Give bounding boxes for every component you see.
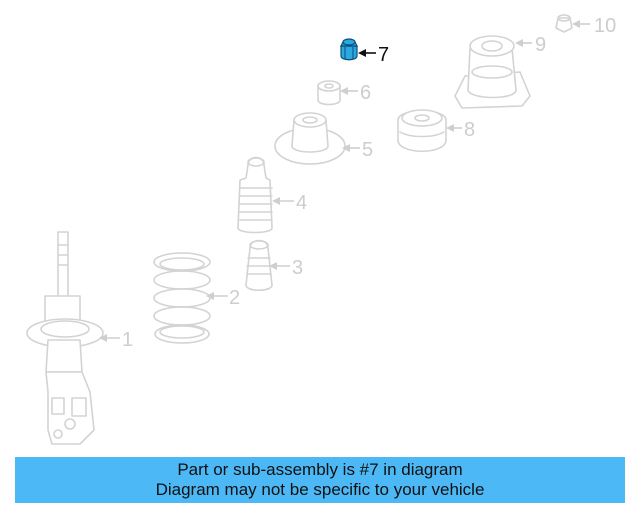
leader-6: [340, 87, 358, 95]
callout-2: 2: [229, 287, 240, 309]
part-9-upper-mount: [454, 35, 531, 109]
exploded-suspension-diagram: 1 2 3 4 5 6 7 8 9 10: [26, 14, 616, 445]
part-6-bushing: [317, 80, 341, 106]
callout-4: 4: [296, 192, 307, 214]
info-banner: Part or sub-assembly is #7 in diagram Di…: [15, 457, 625, 503]
part-3-bump-stop: [245, 239, 273, 292]
leader-7: [358, 49, 376, 57]
banner-line-part: Part or sub-assembly is #7 in diagram: [177, 460, 463, 479]
leader-4: [272, 197, 294, 205]
leader-10: [572, 20, 590, 28]
part-7-nut-highlighted: [340, 38, 358, 61]
callout-9: 9: [535, 34, 546, 56]
callout-7: 7: [378, 44, 389, 66]
part-8-strut-mount: [397, 109, 447, 152]
part-4-dust-boot: [237, 156, 273, 234]
part-1-strut-assembly: [26, 231, 104, 445]
part-2-coil-spring: [153, 252, 211, 344]
callout-6: 6: [360, 82, 371, 104]
banner-line-disclaimer: Diagram may not be specific to your vehi…: [155, 480, 485, 499]
part-10-nut: [555, 14, 573, 33]
leader-8: [446, 124, 462, 132]
callout-3: 3: [292, 257, 303, 279]
part-5-spring-seat: [274, 112, 346, 165]
leader-5: [342, 144, 360, 152]
leader-1: [99, 334, 120, 342]
callout-1: 1: [122, 329, 133, 351]
leader-3: [269, 262, 290, 270]
callout-10: 10: [594, 15, 616, 37]
leader-2: [206, 292, 228, 300]
leader-9: [515, 39, 532, 47]
callout-8: 8: [464, 119, 475, 141]
callout-5: 5: [362, 139, 373, 161]
